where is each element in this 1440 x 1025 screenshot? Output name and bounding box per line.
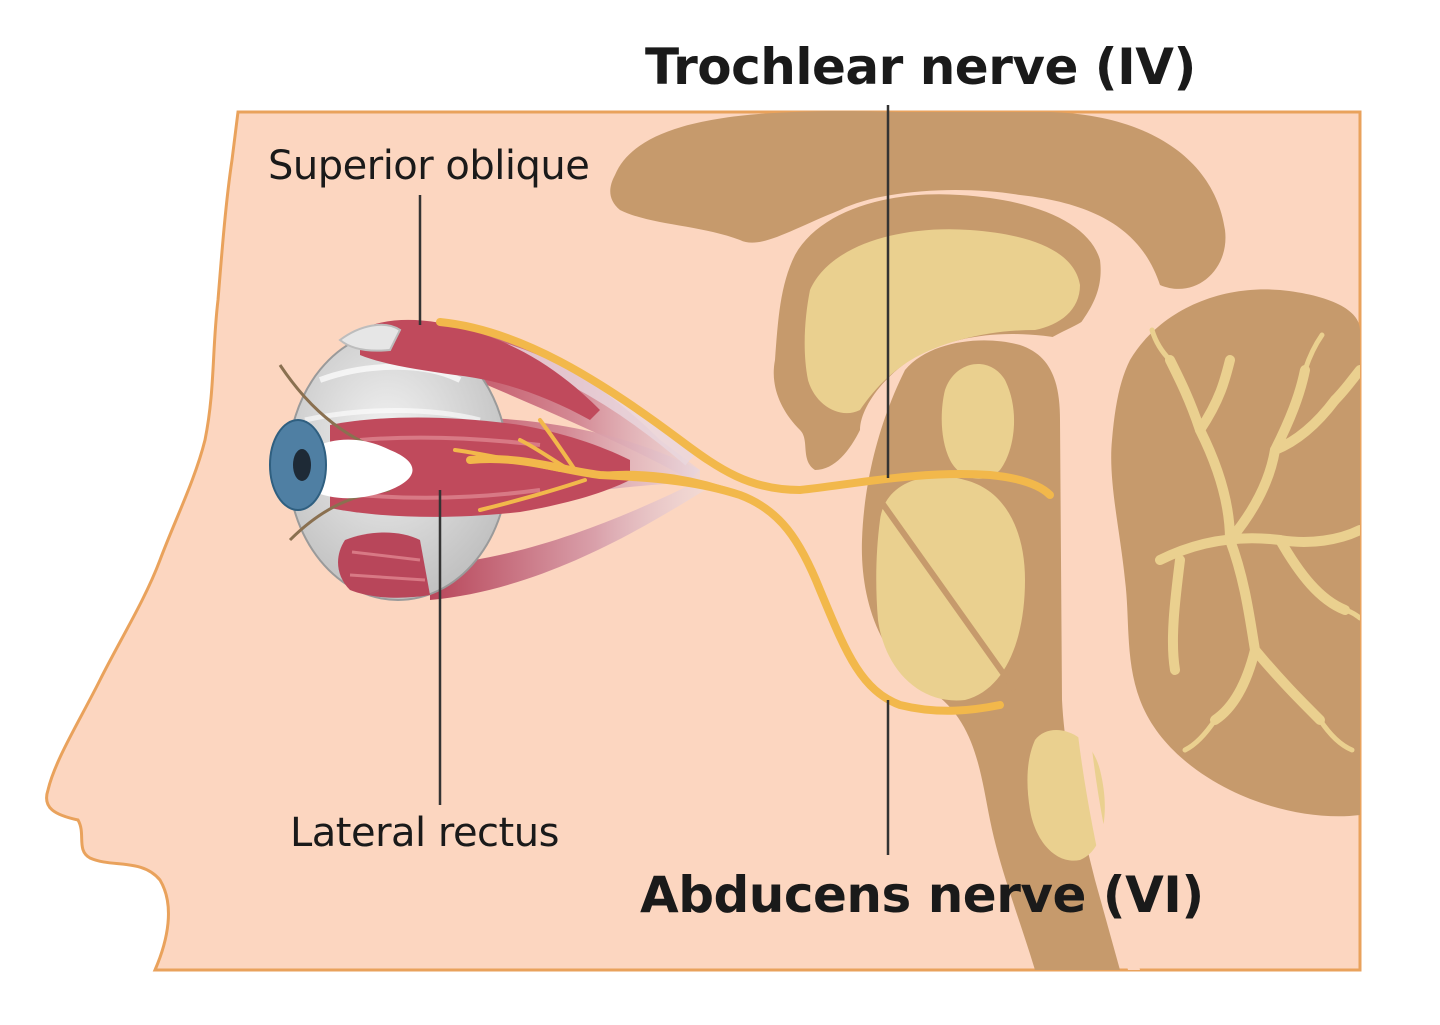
midbrain xyxy=(941,363,1015,479)
arbor-vitae xyxy=(1155,355,1360,725)
pons xyxy=(876,476,1025,701)
thalamus xyxy=(804,229,1080,414)
superior-oblique-label: Superior oblique xyxy=(268,143,590,189)
nerves xyxy=(436,318,1054,715)
trochlear-nerve-label: Trochlear nerve (IV) xyxy=(645,38,1196,96)
abducens-nerve-path xyxy=(466,455,1004,715)
abducens-nerve-label: Abducens nerve (VI) xyxy=(640,866,1204,924)
pupil xyxy=(293,449,311,481)
pointer-lines xyxy=(418,105,890,855)
trochlear-nerve-path xyxy=(436,318,1054,499)
brain-group xyxy=(610,111,1360,970)
superior-oblique-muscle xyxy=(360,319,600,420)
inferior-muscle xyxy=(338,532,430,598)
cerebrum-arch xyxy=(610,111,1226,289)
lateral-rectus-label: Lateral rectus xyxy=(290,810,559,856)
